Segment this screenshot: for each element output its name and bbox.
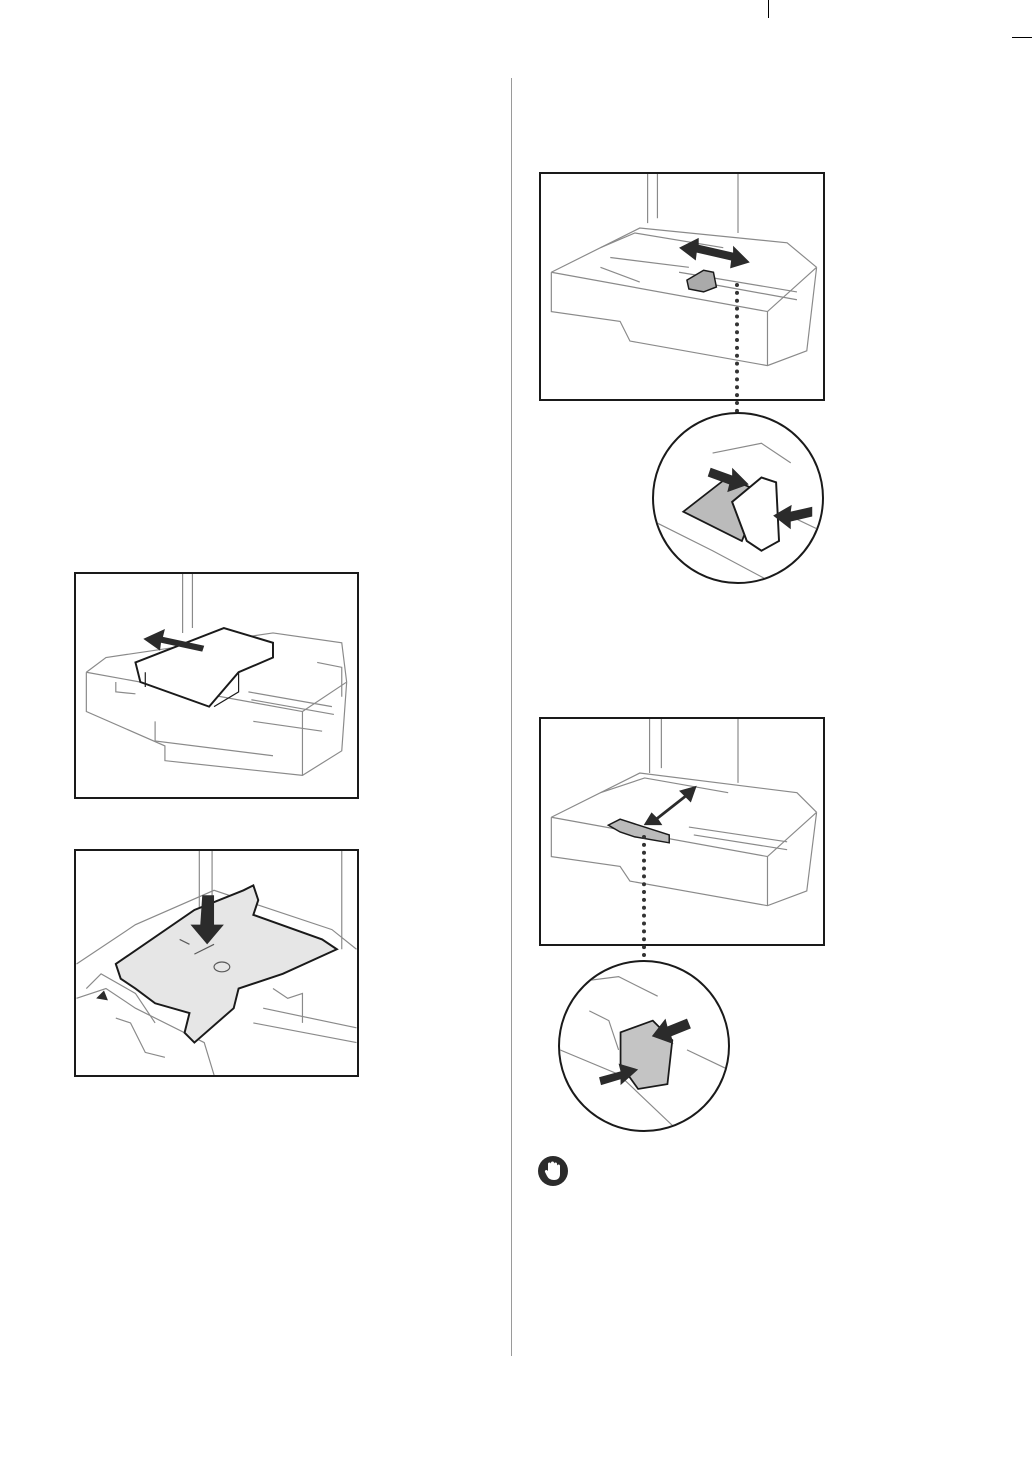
crop-mark-top bbox=[768, 0, 769, 18]
figure-slide-guide bbox=[539, 172, 825, 401]
figure-end-guide-zoom bbox=[558, 960, 730, 1132]
figure-press-plate bbox=[74, 849, 359, 1077]
important-hand-icon bbox=[538, 1156, 568, 1186]
column-divider bbox=[511, 78, 512, 1356]
zoom-connector-1 bbox=[735, 283, 739, 413]
side-guide-illustration bbox=[541, 174, 823, 399]
end-guide-zoom-illustration bbox=[560, 962, 728, 1130]
figure-guide-zoom bbox=[652, 412, 824, 584]
double-arrow-icon bbox=[679, 238, 750, 268]
guide-zoom-illustration bbox=[654, 414, 822, 582]
double-arrow-icon bbox=[644, 786, 697, 825]
figure-insert-paper bbox=[74, 572, 359, 799]
paper-tray-illustration bbox=[76, 574, 357, 797]
zoom-connector-2 bbox=[642, 835, 646, 965]
figure-end-guide bbox=[539, 717, 825, 946]
hand-glyph bbox=[544, 1161, 562, 1181]
crop-mark-right bbox=[1012, 37, 1032, 38]
tray-plate-illustration bbox=[76, 851, 357, 1075]
end-guide-illustration bbox=[541, 719, 823, 944]
